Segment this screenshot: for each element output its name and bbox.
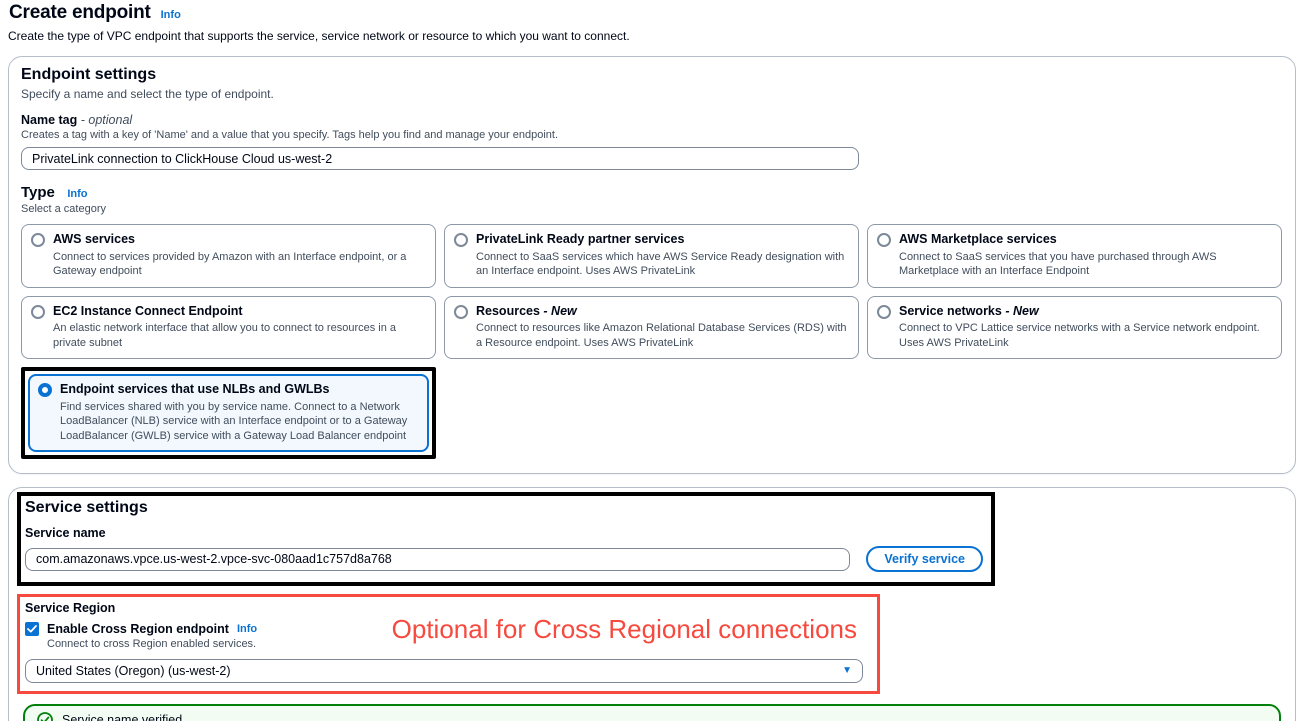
radio-button-icon[interactable] [454, 233, 468, 247]
verify-service-button[interactable]: Verify service [866, 546, 983, 573]
tile-privatelink-ready-partner-services[interactable]: PrivateLink Ready partner services Conne… [444, 224, 859, 288]
service-verified-alert: Service name verified. [23, 704, 1281, 721]
tile-aws-marketplace-services[interactable]: AWS Marketplace services Connect to SaaS… [867, 224, 1282, 288]
endpoint-settings-heading: Endpoint settings [21, 66, 157, 83]
cross-region-checkbox-row: Enable Cross Region endpoint Info [25, 622, 258, 637]
radio-button-icon[interactable] [877, 304, 891, 319]
endpoint-settings-description: Specify a name and select the type of en… [21, 87, 274, 101]
radio-button-icon[interactable] [454, 304, 468, 319]
name-tag-description: Creates a tag with a key of 'Name' and a… [21, 129, 559, 141]
tile-title-new-badge: - New [1005, 303, 1039, 318]
tile-title: EC2 Instance Connect Endpoint [53, 303, 243, 318]
annotation-note-text: Optional for Cross Regional connections [391, 613, 857, 644]
cross-region-description: Connect to cross Region enabled services… [47, 638, 257, 651]
success-check-circle-icon [37, 712, 53, 721]
type-tiles-grid: AWS services Connect to services provide… [21, 224, 1282, 460]
annotation-box-service-region: Service Region Enable Cross Region endpo… [17, 594, 880, 695]
tile-title: AWS services [53, 232, 135, 246]
cross-region-info-link[interactable]: Info [236, 623, 258, 636]
service-verified-alert-text: Service name verified. [62, 713, 186, 721]
tile-description: Connect to SaaS services that you have p… [899, 250, 1217, 278]
tile-title: Endpoint services that use NLBs and GWLB… [60, 382, 330, 397]
radio-button-icon[interactable] [31, 304, 45, 319]
tile-description: Connect to SaaS services which have AWS … [476, 250, 845, 278]
name-tag-input[interactable] [21, 147, 859, 170]
service-name-label: Service name [25, 526, 106, 541]
chevron-down-icon: ▼ [842, 665, 852, 677]
service-region-label: Service Region [25, 601, 116, 616]
radio-button-selected-icon[interactable] [38, 383, 52, 398]
type-info-link[interactable]: Info [67, 188, 88, 200]
tile-title: Service networks - New [899, 303, 1039, 318]
page-header: Create endpoint Info [8, 2, 1296, 24]
tile-title: Resources - New [476, 303, 577, 318]
region-select[interactable]: United States (Oregon) (us-west-2) ▼ [25, 659, 863, 684]
tile-aws-services[interactable]: AWS services Connect to services provide… [21, 224, 436, 288]
service-settings-card: Service settings Service name Verify ser… [8, 487, 1296, 721]
annotation-box-service-settings: Service settings Service name Verify ser… [17, 492, 995, 587]
tile-description: An elastic network interface that allow … [53, 322, 397, 349]
tile-description: Find services shared with you by service… [60, 400, 408, 442]
name-tag-label: Name tag - optional [21, 113, 133, 127]
cross-region-checkbox-label[interactable]: Enable Cross Region endpoint [47, 622, 229, 637]
tile-resources[interactable]: Resources - New Connect to resources lik… [444, 295, 859, 360]
cross-region-checkbox[interactable] [25, 622, 39, 637]
tile-description: Connect to services provided by Amazon w… [53, 250, 407, 278]
tile-title-new-badge: - New [543, 303, 577, 318]
page-info-link[interactable]: Info [160, 9, 181, 21]
tile-description: Connect to VPC Lattice service networks … [899, 322, 1260, 349]
service-region-row: Enable Cross Region endpoint Info Connec… [25, 615, 871, 650]
radio-button-icon[interactable] [877, 233, 891, 247]
tile-endpoint-services-nlb-gwlb[interactable]: Endpoint services that use NLBs and GWLB… [28, 374, 429, 453]
type-section-description: Select a category [21, 203, 106, 215]
service-name-input[interactable] [25, 547, 851, 571]
service-settings-heading: Service settings [25, 499, 148, 517]
annotation-box-selected-tile: Endpoint services that use NLBs and GWLB… [21, 367, 436, 460]
radio-button-icon[interactable] [31, 233, 45, 247]
tile-description: Connect to resources like Amazon Relatio… [476, 322, 847, 349]
tile-title: PrivateLink Ready partner services [476, 232, 685, 246]
tile-service-networks[interactable]: Service networks - New Connect to VPC La… [867, 295, 1282, 360]
type-section-label: Type [21, 184, 55, 201]
name-tag-optional-suffix: - optional [80, 113, 133, 127]
tile-ec2-instance-connect-endpoint[interactable]: EC2 Instance Connect Endpoint An elastic… [21, 295, 436, 360]
endpoint-settings-card: Endpoint settings Specify a name and sel… [8, 56, 1296, 475]
region-select-value: United States (Oregon) (us-west-2) [36, 664, 231, 679]
tile-title: AWS Marketplace services [899, 232, 1057, 246]
page-title: Create endpoint [9, 2, 151, 23]
service-name-row: Verify service [25, 540, 983, 573]
check-icon [27, 625, 37, 633]
page-description: Create the type of VPC endpoint that sup… [8, 29, 630, 43]
